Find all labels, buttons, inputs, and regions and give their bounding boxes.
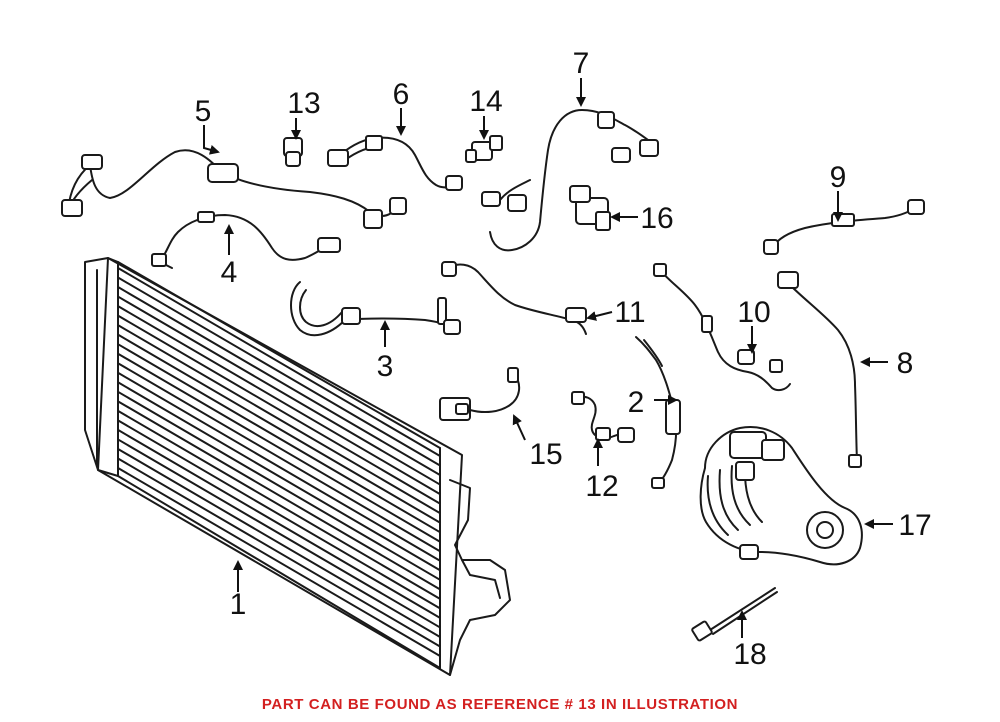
- valve-part-16: [569, 185, 611, 231]
- condenser-fin: [117, 333, 441, 524]
- condenser-fin: [117, 447, 441, 638]
- callout-15: 15: [529, 438, 562, 471]
- reference-caption: PART CAN BE FOUND AS REFERENCE # 13 IN I…: [261, 696, 739, 713]
- hose-part-7: [481, 109, 659, 252]
- callout-3: 3: [377, 350, 394, 383]
- condenser-fin: [117, 276, 441, 467]
- callout-4: 4: [221, 256, 238, 289]
- condenser-fin: [117, 324, 441, 515]
- hose-part-6: [327, 135, 463, 191]
- condenser-fin: [117, 409, 441, 600]
- hose-part-5: [61, 149, 407, 229]
- condenser-fin: [117, 467, 441, 657]
- condenser-fin: [117, 286, 441, 477]
- condenser-fin: [117, 400, 441, 591]
- condenser-fin: [117, 371, 441, 562]
- callout-6: 6: [393, 78, 410, 111]
- switch-part-13: [283, 137, 303, 167]
- callout-8: 8: [897, 347, 914, 380]
- compressor-part-17: [699, 426, 863, 566]
- callout-5: 5: [195, 95, 212, 128]
- condenser-fin: [117, 419, 441, 610]
- hose-part-11: [441, 261, 587, 335]
- callout-14: 14: [469, 85, 502, 118]
- callout-18: 18: [733, 638, 766, 671]
- callout-13: 13: [287, 87, 320, 120]
- callout-17: 17: [898, 509, 931, 542]
- hose-part-8: [777, 271, 862, 468]
- callout-9: 9: [830, 161, 847, 194]
- callout-11: 11: [614, 296, 645, 329]
- condenser-fin: [117, 267, 441, 457]
- bolt-part-18: [691, 587, 778, 642]
- callout-12: 12: [585, 470, 618, 503]
- callout-10: 10: [737, 296, 770, 329]
- condenser-fin: [117, 295, 441, 486]
- condenser-fin: [117, 362, 441, 553]
- sensor-part-14: [465, 135, 503, 163]
- condenser-fin: [117, 428, 441, 619]
- sensor-part-12: [571, 391, 635, 443]
- condenser-fin: [117, 381, 441, 572]
- condenser-fin: [117, 314, 441, 505]
- hose-part-4: [151, 211, 341, 269]
- callout-1: 1: [230, 588, 247, 621]
- callout-7: 7: [573, 47, 590, 80]
- hose-part-3: [290, 281, 461, 337]
- condenser-fin: [117, 438, 441, 629]
- hose-part-2: [635, 336, 681, 489]
- callout-labels: 1 2 3 4 5 6 7 8 9 10 11 12 13 14 15 16 1…: [195, 47, 932, 671]
- hose-part-9: [763, 199, 925, 255]
- wiring-part-15: [439, 367, 521, 421]
- condenser-part-1: [84, 257, 511, 676]
- hose-part-10: [653, 263, 791, 392]
- callout-2: 2: [628, 386, 645, 419]
- callout-16: 16: [640, 202, 673, 235]
- condenser-fin: [117, 352, 441, 543]
- condenser-fin: [117, 457, 441, 648]
- condenser-fin: [117, 390, 441, 581]
- condenser-fin: [117, 343, 441, 534]
- condenser-fin: [117, 305, 441, 496]
- leader-arrows: [203, 78, 893, 638]
